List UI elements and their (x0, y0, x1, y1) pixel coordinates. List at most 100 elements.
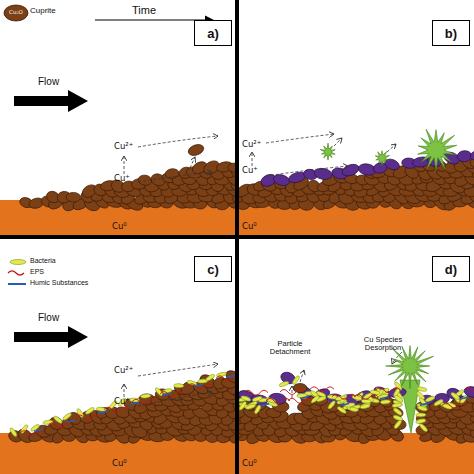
cuprite-particle (293, 384, 307, 393)
ion-label: Cu⁺ (114, 397, 130, 406)
ion-label: Cu²⁺ (114, 142, 133, 151)
flow-arrow (14, 90, 88, 112)
release-arrow (392, 352, 402, 364)
release-arrow (252, 152, 253, 166)
eps-strand (188, 384, 212, 389)
copper-precipitate (320, 143, 335, 160)
legend-text: EPS (30, 268, 44, 276)
copper-precipitate (418, 129, 457, 171)
bacterium (205, 373, 215, 382)
oxide-particle (457, 150, 472, 162)
humic-strand (260, 404, 269, 406)
eps-strand (464, 388, 474, 393)
release-arrow (266, 166, 348, 176)
ion-label: Cu²⁺ (242, 140, 261, 149)
release-arrow (124, 156, 125, 174)
humic-strand (130, 402, 139, 404)
eps-strand (310, 387, 334, 392)
bacterium (416, 413, 426, 417)
bacterium (417, 387, 427, 392)
humic-strand (460, 397, 469, 399)
eps-strand (76, 415, 100, 420)
bacterium (416, 418, 427, 424)
eps-strand (48, 423, 72, 428)
release-arrow (138, 136, 218, 147)
release-arrow (190, 157, 195, 168)
panel-group (239, 346, 474, 447)
copper-precipitate (375, 151, 389, 166)
bacterium (393, 419, 402, 429)
humic-strand (380, 397, 389, 399)
eps-strand (216, 376, 235, 381)
bacterium (417, 405, 428, 411)
metal-label: Cu⁰ (112, 459, 127, 468)
metal-label: Cu⁰ (242, 459, 257, 468)
bacterium (361, 399, 371, 403)
bacterium (9, 427, 18, 437)
bacterium (245, 403, 256, 410)
eps-strand (20, 431, 44, 436)
panel-divider (0, 235, 474, 239)
eps-strand (160, 392, 184, 397)
panel-letter: a) (207, 26, 219, 41)
humic-strand (300, 396, 309, 398)
humic-legend-sample (8, 283, 26, 285)
release-arrow (266, 134, 334, 143)
axis-label: Time (132, 4, 156, 16)
release-arrow (300, 370, 304, 382)
humic-strand (98, 411, 107, 413)
panel-group (18, 136, 235, 213)
bacterium (140, 394, 150, 399)
bacterium (380, 399, 390, 404)
bacterium (419, 423, 429, 433)
eps-strand (288, 398, 312, 403)
cuprite-particle (165, 168, 180, 179)
panel-group (7, 364, 235, 446)
eps-legend-sample (8, 271, 24, 275)
artwork-group (7, 129, 474, 446)
panel-label-box: a) (194, 20, 232, 46)
bacterium (335, 395, 346, 401)
ion-label: Cu²⁺ (114, 366, 133, 375)
humic-strand (420, 403, 429, 405)
panel-letter: b) (445, 26, 457, 41)
humic-strand (162, 393, 171, 395)
bacterium (187, 380, 198, 386)
panel-label-box: d) (432, 256, 470, 282)
legend-text: Bacteria (30, 257, 56, 265)
formula-label: Cu₂O (4, 9, 28, 15)
process-label: Particle Detachment (262, 340, 318, 357)
oxide-particle (341, 162, 361, 178)
bacterium (378, 393, 389, 399)
bacterium (174, 384, 184, 388)
legend-text: Humic Substances (30, 279, 88, 287)
metal-label: Cu⁰ (112, 222, 127, 231)
bacterium (360, 404, 371, 410)
eps-strand (354, 394, 378, 399)
bacterium (393, 407, 403, 416)
cuprite-particle (66, 192, 81, 202)
eps-strand (266, 398, 290, 403)
process-label: Cu Species Desorption (352, 336, 414, 353)
panel-letter: c) (207, 262, 219, 277)
bacterium (53, 415, 63, 424)
bacterium (43, 420, 53, 425)
release-arrow (138, 364, 218, 376)
eps-strand (442, 403, 466, 408)
bacterium (393, 394, 403, 403)
cuprite-legend-sample (4, 5, 28, 21)
panel-label-box: b) (432, 20, 470, 46)
oxide-particle (272, 173, 291, 188)
bacterium (252, 396, 263, 403)
bacterium (425, 395, 436, 403)
panel-label-box: c) (194, 256, 232, 282)
bacterium (292, 375, 301, 385)
release-arrow (124, 384, 125, 397)
cuprite-particle (187, 143, 205, 158)
release-arrow (387, 144, 396, 152)
eps-strand (376, 388, 400, 393)
eps-strand (332, 394, 356, 399)
humic-strand (194, 384, 203, 386)
